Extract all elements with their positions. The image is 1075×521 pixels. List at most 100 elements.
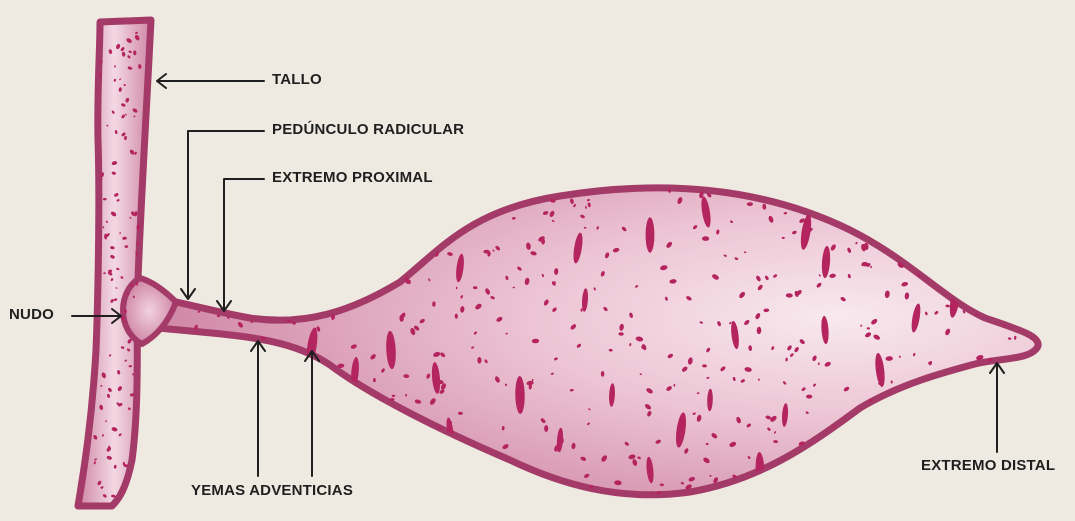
speckle	[272, 287, 278, 293]
speckle	[219, 449, 224, 454]
speckle	[702, 236, 709, 241]
lenticel	[485, 457, 492, 480]
speckle	[261, 401, 269, 406]
speckle	[868, 440, 875, 445]
speckle	[477, 357, 481, 364]
speckle	[898, 246, 902, 253]
speckle	[275, 469, 279, 474]
node-knot	[123, 278, 176, 344]
speckle	[894, 233, 903, 242]
speckle	[758, 475, 761, 478]
label-extremo-proximal: EXTREMO PROXIMAL	[272, 169, 433, 186]
speckle	[354, 264, 359, 269]
speckle	[148, 473, 153, 478]
speckle	[151, 486, 158, 494]
speckle	[157, 255, 159, 258]
speckle	[1009, 394, 1012, 399]
speckle	[1021, 318, 1028, 325]
speckle	[197, 202, 200, 205]
speckle	[330, 304, 334, 307]
speckle	[1015, 437, 1018, 441]
speckle	[149, 350, 151, 353]
speckle	[881, 403, 889, 409]
stem-speckle	[133, 51, 136, 56]
speckle	[850, 427, 853, 430]
speckle	[1018, 264, 1026, 271]
speckle	[284, 204, 289, 210]
speckle	[754, 486, 762, 494]
speckle	[581, 308, 583, 311]
peduncle-arrow	[181, 131, 264, 299]
speckle	[847, 432, 852, 439]
speckle	[1013, 292, 1015, 296]
speckle	[344, 193, 347, 196]
speckle	[920, 204, 922, 208]
stem-speckle	[124, 309, 127, 313]
speckle	[234, 354, 239, 358]
speckle	[924, 261, 929, 265]
speckle	[929, 271, 937, 279]
speckle	[206, 385, 212, 390]
speckle	[462, 213, 467, 217]
speckle	[221, 219, 223, 222]
speckle	[961, 439, 963, 442]
speckle	[326, 251, 331, 256]
speckle	[1006, 316, 1011, 320]
speckle	[207, 376, 215, 383]
yemas-arrow-left	[251, 341, 265, 476]
speckle	[879, 192, 887, 200]
speckle	[288, 293, 293, 300]
speckle	[390, 449, 394, 455]
speckle	[244, 236, 248, 239]
speckle	[229, 384, 232, 389]
label-extremo-distal: EXTREMO DISTAL	[921, 457, 1055, 474]
speckle	[165, 367, 171, 373]
label-nudo: NUDO	[9, 306, 54, 323]
speckle	[366, 396, 370, 400]
speckle	[788, 462, 795, 467]
speckle	[825, 485, 831, 492]
speckle	[267, 225, 272, 228]
speckle	[188, 378, 191, 382]
speckle	[961, 192, 969, 200]
speckle	[997, 306, 1003, 311]
speckle	[330, 442, 339, 449]
speckle	[920, 224, 925, 228]
speckle	[287, 425, 294, 430]
speckle	[176, 240, 183, 247]
speckle	[293, 442, 297, 448]
speckle	[237, 282, 245, 288]
label-pedunculo-radicular: PEDÚNCULO RADICULAR	[272, 121, 464, 138]
speckle	[1004, 287, 1010, 291]
tallo-arrow	[157, 74, 264, 88]
label-yemas-adventicias: YEMAS ADVENTICIAS	[191, 482, 353, 499]
speckle	[238, 410, 244, 418]
speckle	[1022, 250, 1027, 256]
speckle	[326, 412, 331, 417]
speckle	[362, 263, 369, 270]
speckle	[158, 442, 166, 450]
speckle	[338, 240, 346, 247]
lenticel	[646, 217, 655, 252]
speckle	[177, 362, 184, 368]
speckle	[298, 212, 302, 217]
speckle	[910, 440, 913, 444]
speckle	[859, 491, 863, 494]
speckle	[1019, 451, 1022, 454]
speckle	[891, 398, 897, 404]
speckle	[226, 257, 232, 264]
speckle	[305, 286, 311, 291]
speckle	[979, 302, 981, 305]
speckle	[920, 231, 926, 236]
speckle	[271, 266, 275, 272]
speckle	[974, 402, 977, 406]
speckle	[351, 448, 356, 451]
speckle	[254, 250, 260, 255]
speckle	[244, 288, 248, 291]
speckle	[180, 445, 186, 453]
speckle	[235, 448, 239, 453]
speckle	[809, 196, 812, 200]
speckle	[826, 480, 832, 485]
speckle	[149, 229, 154, 232]
